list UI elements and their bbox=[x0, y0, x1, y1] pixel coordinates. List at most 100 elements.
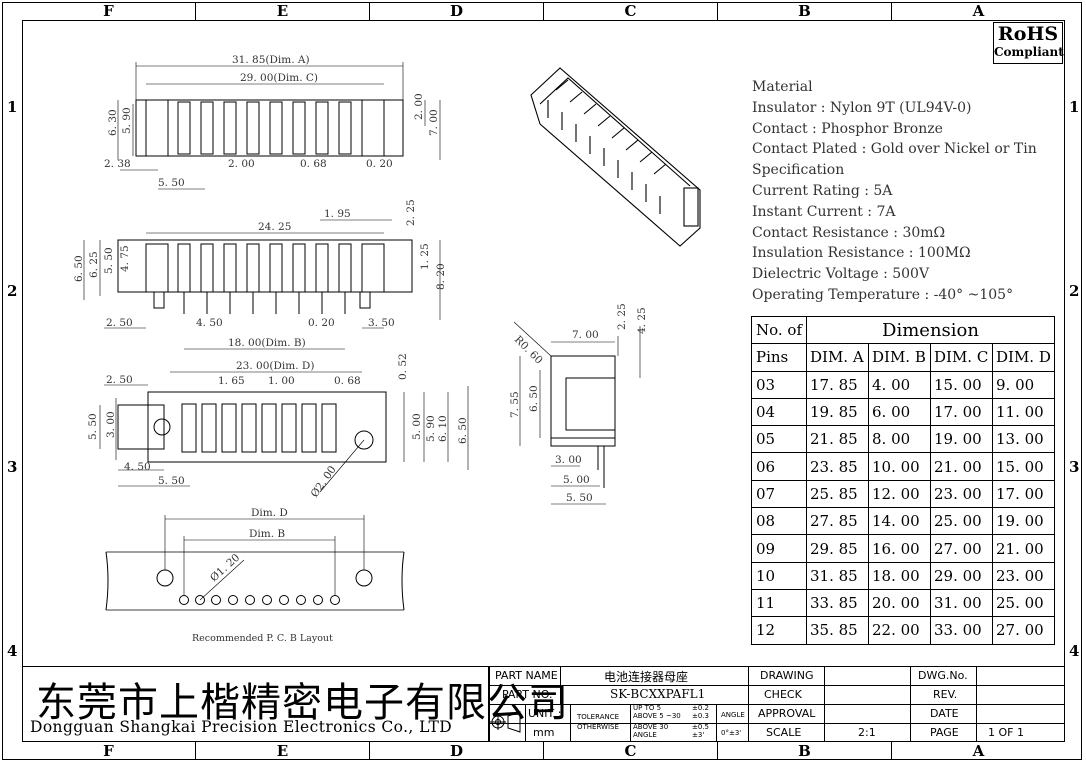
spec-line: Insulation Resistance : 100MΩ bbox=[752, 245, 971, 262]
table-cell-pins: 03 bbox=[751, 370, 807, 399]
pcb-layout bbox=[105, 515, 405, 611]
tolerance-label: OTHERWISE bbox=[577, 723, 619, 731]
tolerance-value: ±0.5 bbox=[692, 723, 709, 731]
dim-label: 0. 20 bbox=[366, 158, 393, 170]
table-column-header: DIM. D bbox=[992, 343, 1055, 372]
row-label: 1 bbox=[1069, 98, 1080, 116]
row-label: 4 bbox=[7, 642, 18, 660]
table-cell-dim: 16. 00 bbox=[868, 534, 931, 563]
table-cell-dim: 19. 00 bbox=[930, 425, 993, 454]
dim-label: 6. 25 bbox=[88, 251, 100, 278]
part-no-value: SK-BCXXPAFL1 bbox=[610, 687, 706, 701]
company-name-en: Dongguan Shangkai Precision Electronics … bbox=[30, 718, 453, 736]
zone-label: C bbox=[544, 742, 718, 760]
rohs-title: RoHS bbox=[997, 23, 1059, 45]
dim-label: 6. 30 bbox=[107, 109, 119, 136]
dim-label: 29. 00(Dim. C) bbox=[240, 72, 318, 84]
zone-labels-bottom: F E D C B A bbox=[22, 742, 1065, 760]
spec-line: Instant Current : 7A bbox=[752, 203, 896, 220]
table-cell-dim: 35. 85 bbox=[806, 616, 869, 645]
angle-label: ANGLE bbox=[721, 711, 745, 719]
dwg-no-label: DWG.No. bbox=[918, 669, 968, 682]
zone-label: A bbox=[972, 2, 985, 20]
row-label: 2 bbox=[7, 282, 18, 300]
approval-label: APPROVAL bbox=[758, 707, 816, 720]
page-value: 1 OF 1 bbox=[988, 726, 1024, 739]
dim-label: 5. 50 bbox=[103, 247, 115, 274]
table-cell-dim: 11. 00 bbox=[992, 397, 1055, 427]
tolerance-value: ±0.3 bbox=[692, 712, 709, 720]
table-cell-dim: 29. 00 bbox=[930, 561, 993, 590]
dim-label: 4. 50 bbox=[196, 317, 223, 329]
tolerance-range: ABOVE 5 ~30 bbox=[633, 712, 681, 720]
bottom-view-hole-left bbox=[153, 418, 171, 436]
bottom-view-peg-left bbox=[117, 404, 165, 450]
table-cell-dim: 23. 00 bbox=[992, 561, 1055, 590]
dim-label: 6. 50 bbox=[528, 385, 540, 412]
table-cell-dim: 13. 00 bbox=[992, 425, 1055, 454]
dim-label: 4. 75 bbox=[119, 245, 131, 272]
angle-value: 0°±3' bbox=[721, 729, 742, 737]
zone-label: F bbox=[22, 2, 196, 20]
spec-line: Material bbox=[752, 79, 813, 95]
dim-label: 2. 00 bbox=[228, 158, 255, 170]
bottom-view-hole-right bbox=[354, 430, 374, 450]
tolerance-value: ±0.2 bbox=[692, 704, 709, 712]
top-view-dim-lines bbox=[117, 62, 441, 190]
dim-label: 5. 50 bbox=[566, 492, 593, 504]
table-cell-dim: 21. 00 bbox=[992, 534, 1055, 563]
table-cell-pins: 12 bbox=[751, 616, 807, 645]
table-cell-dim: 6. 00 bbox=[868, 397, 931, 427]
rev-label: REV. bbox=[933, 688, 958, 701]
table-cell-dim: 33. 00 bbox=[930, 616, 993, 645]
spec-line: Contact : Phosphor Bronze bbox=[752, 120, 943, 137]
dim-label: 18. 00(Dim. B) bbox=[228, 337, 306, 349]
bottom-view-outline bbox=[147, 391, 387, 463]
dim-label: 0. 68 bbox=[300, 158, 327, 170]
table-cell-pins: 09 bbox=[751, 534, 807, 563]
table-header-pins: No. of bbox=[751, 315, 807, 345]
table-cell-pins: 05 bbox=[751, 425, 807, 454]
dim-label: 8. 20 bbox=[435, 263, 447, 290]
bottom-view-contacts bbox=[181, 403, 337, 453]
tolerance-range: ANGLE bbox=[633, 731, 657, 739]
dim-label: 2. 38 bbox=[104, 158, 131, 170]
dim-label: 24. 25 bbox=[258, 221, 291, 233]
spec-line: Contact Resistance : 30mΩ bbox=[752, 224, 946, 241]
table-cell-pins: 06 bbox=[751, 452, 807, 481]
dim-label: 4. 50 bbox=[124, 461, 151, 473]
pcb-caption: Recommended P. C. B Layout bbox=[192, 633, 333, 644]
page-label: PAGE bbox=[930, 726, 959, 739]
table-cell-dim: 15. 00 bbox=[992, 452, 1055, 481]
dim-label: 2. 00 bbox=[413, 93, 425, 120]
part-name-label: PART NAME bbox=[495, 669, 558, 682]
table-cell-dim: 27. 85 bbox=[806, 507, 869, 536]
top-view-end-slot-right bbox=[361, 99, 385, 157]
table-column-header: DIM. C bbox=[930, 343, 993, 372]
spec-line: Specification bbox=[752, 162, 845, 179]
table-cell-dim: 33. 85 bbox=[806, 588, 869, 618]
dim-label: 7. 00 bbox=[572, 329, 599, 341]
check-label: CHECK bbox=[764, 688, 802, 701]
dim-label: Dim. B bbox=[249, 528, 285, 540]
table-cell-pins: 07 bbox=[751, 479, 807, 509]
zone-label: C bbox=[544, 2, 718, 20]
table-cell-dim: 8. 00 bbox=[868, 425, 931, 454]
spec-line: Operating Temperature : -40° ~105° bbox=[752, 286, 1014, 303]
zone-label: E bbox=[196, 742, 370, 760]
part-no-label: PART NO. bbox=[502, 688, 553, 701]
table-cell-dim: 18. 00 bbox=[868, 561, 931, 590]
table-column-header: DIM. B bbox=[868, 343, 931, 372]
dim-label: 7. 00 bbox=[428, 109, 440, 136]
row-label: 4 bbox=[1069, 642, 1080, 660]
